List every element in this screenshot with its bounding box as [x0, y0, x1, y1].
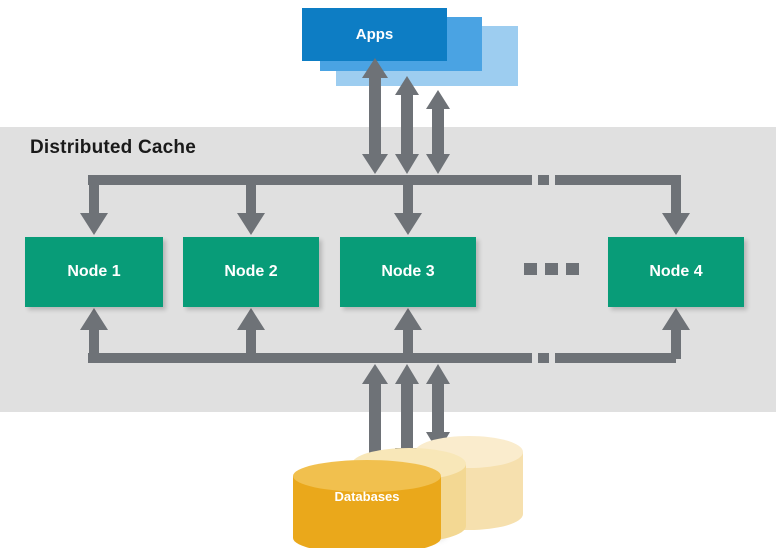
apps-label: Apps [355, 26, 394, 43]
nodes-ellipsis-dot [545, 263, 558, 275]
top-bus-ellipsis-dash [572, 175, 583, 185]
top-bus-ellipsis-dash [538, 175, 549, 185]
bottom-bus-ellipsis-dash [512, 353, 532, 363]
bottom-bus-ellipsis-dash [555, 353, 566, 363]
bottom-bus-ellipsis-dash [538, 353, 549, 363]
top-bus-ellipsis-dash [555, 175, 566, 185]
cache-node-4-label: Node 4 [649, 263, 703, 280]
cache-node-2[interactable]: Node 2 [183, 237, 319, 307]
bottom-bus-ellipsis-dash [572, 353, 583, 363]
cylinder-top [293, 460, 441, 492]
cache-node-1-label: Node 1 [67, 263, 121, 280]
top-bus-ellipsis-dash [512, 175, 532, 185]
cache-node-3-label: Node 3 [381, 263, 435, 280]
cache-node-4[interactable]: Node 4 [608, 237, 744, 307]
databases-label: Databases [334, 489, 400, 504]
apps-card-front [302, 8, 447, 61]
distributed-cache-label: Distributed Cache [30, 137, 196, 158]
database-cylinder-front[interactable] [293, 460, 441, 548]
nodes-ellipsis-dot [566, 263, 579, 275]
nodes-ellipsis-dot [524, 263, 537, 275]
cache-node-1[interactable]: Node 1 [25, 237, 163, 307]
cache-node-2-label: Node 2 [224, 263, 278, 280]
cache-node-3[interactable]: Node 3 [340, 237, 476, 307]
